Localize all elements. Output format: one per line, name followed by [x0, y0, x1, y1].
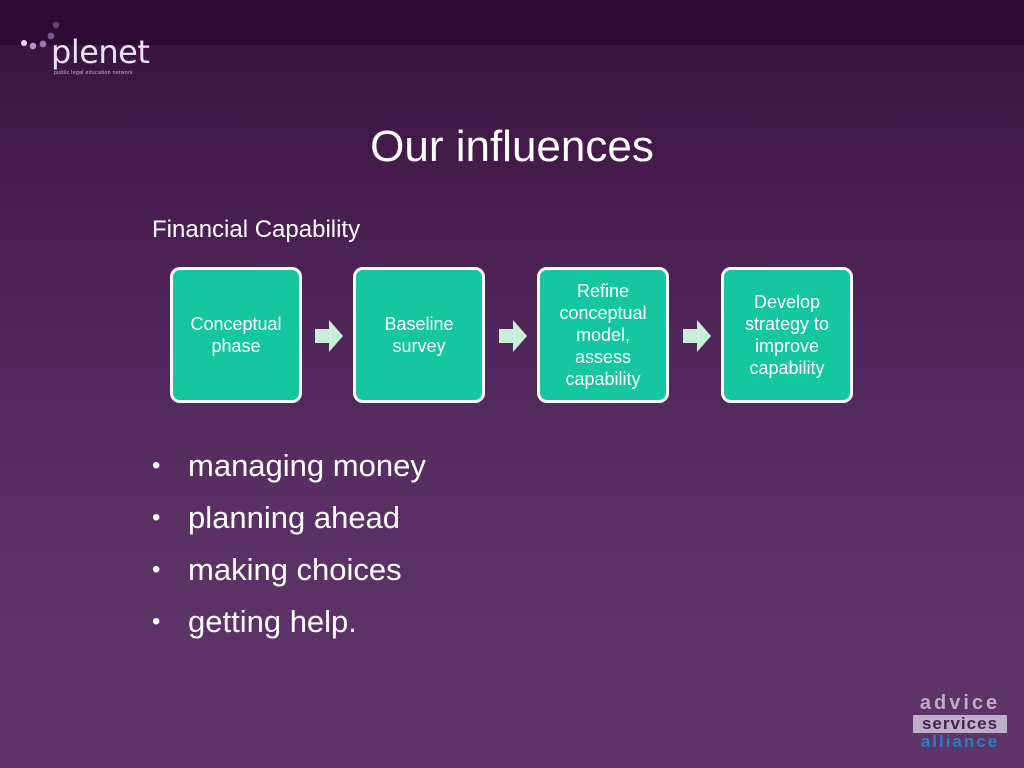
logo-tagline: public legal education network [54, 70, 133, 76]
plenet-logo: plenet public legal education network [18, 18, 158, 78]
arrow-right-icon [499, 320, 527, 352]
bullet-item: managing money [152, 440, 426, 492]
flow-step-refine: Refine conceptual model, assess capabili… [537, 267, 669, 403]
dots-logo-icon [21, 21, 60, 50]
bullet-list: managing money planning ahead making cho… [152, 440, 426, 648]
arrow-right-icon [683, 320, 711, 352]
bullet-item: getting help. [152, 596, 426, 648]
logo-line-services: services [913, 715, 1007, 733]
logo-line-alliance: alliance [920, 732, 1000, 751]
flow-step-develop: Develop strategy to improve capability [721, 267, 853, 403]
slide-subtitle: Financial Capability [152, 216, 361, 243]
bullet-item: making choices [152, 544, 426, 596]
advice-services-alliance-logo: advice services alliance [913, 693, 1007, 751]
slide-title: Our influences [370, 122, 654, 171]
top-bar [0, 0, 1024, 45]
logo-wordmark: plenet [51, 33, 150, 71]
logo-line-advice: advice [919, 692, 1001, 714]
arrow-right-icon [315, 320, 343, 352]
flow-step-baseline: Baseline survey [353, 267, 485, 403]
flow-step-conceptual: Conceptual phase [170, 267, 302, 403]
bullet-item: planning ahead [152, 492, 426, 544]
